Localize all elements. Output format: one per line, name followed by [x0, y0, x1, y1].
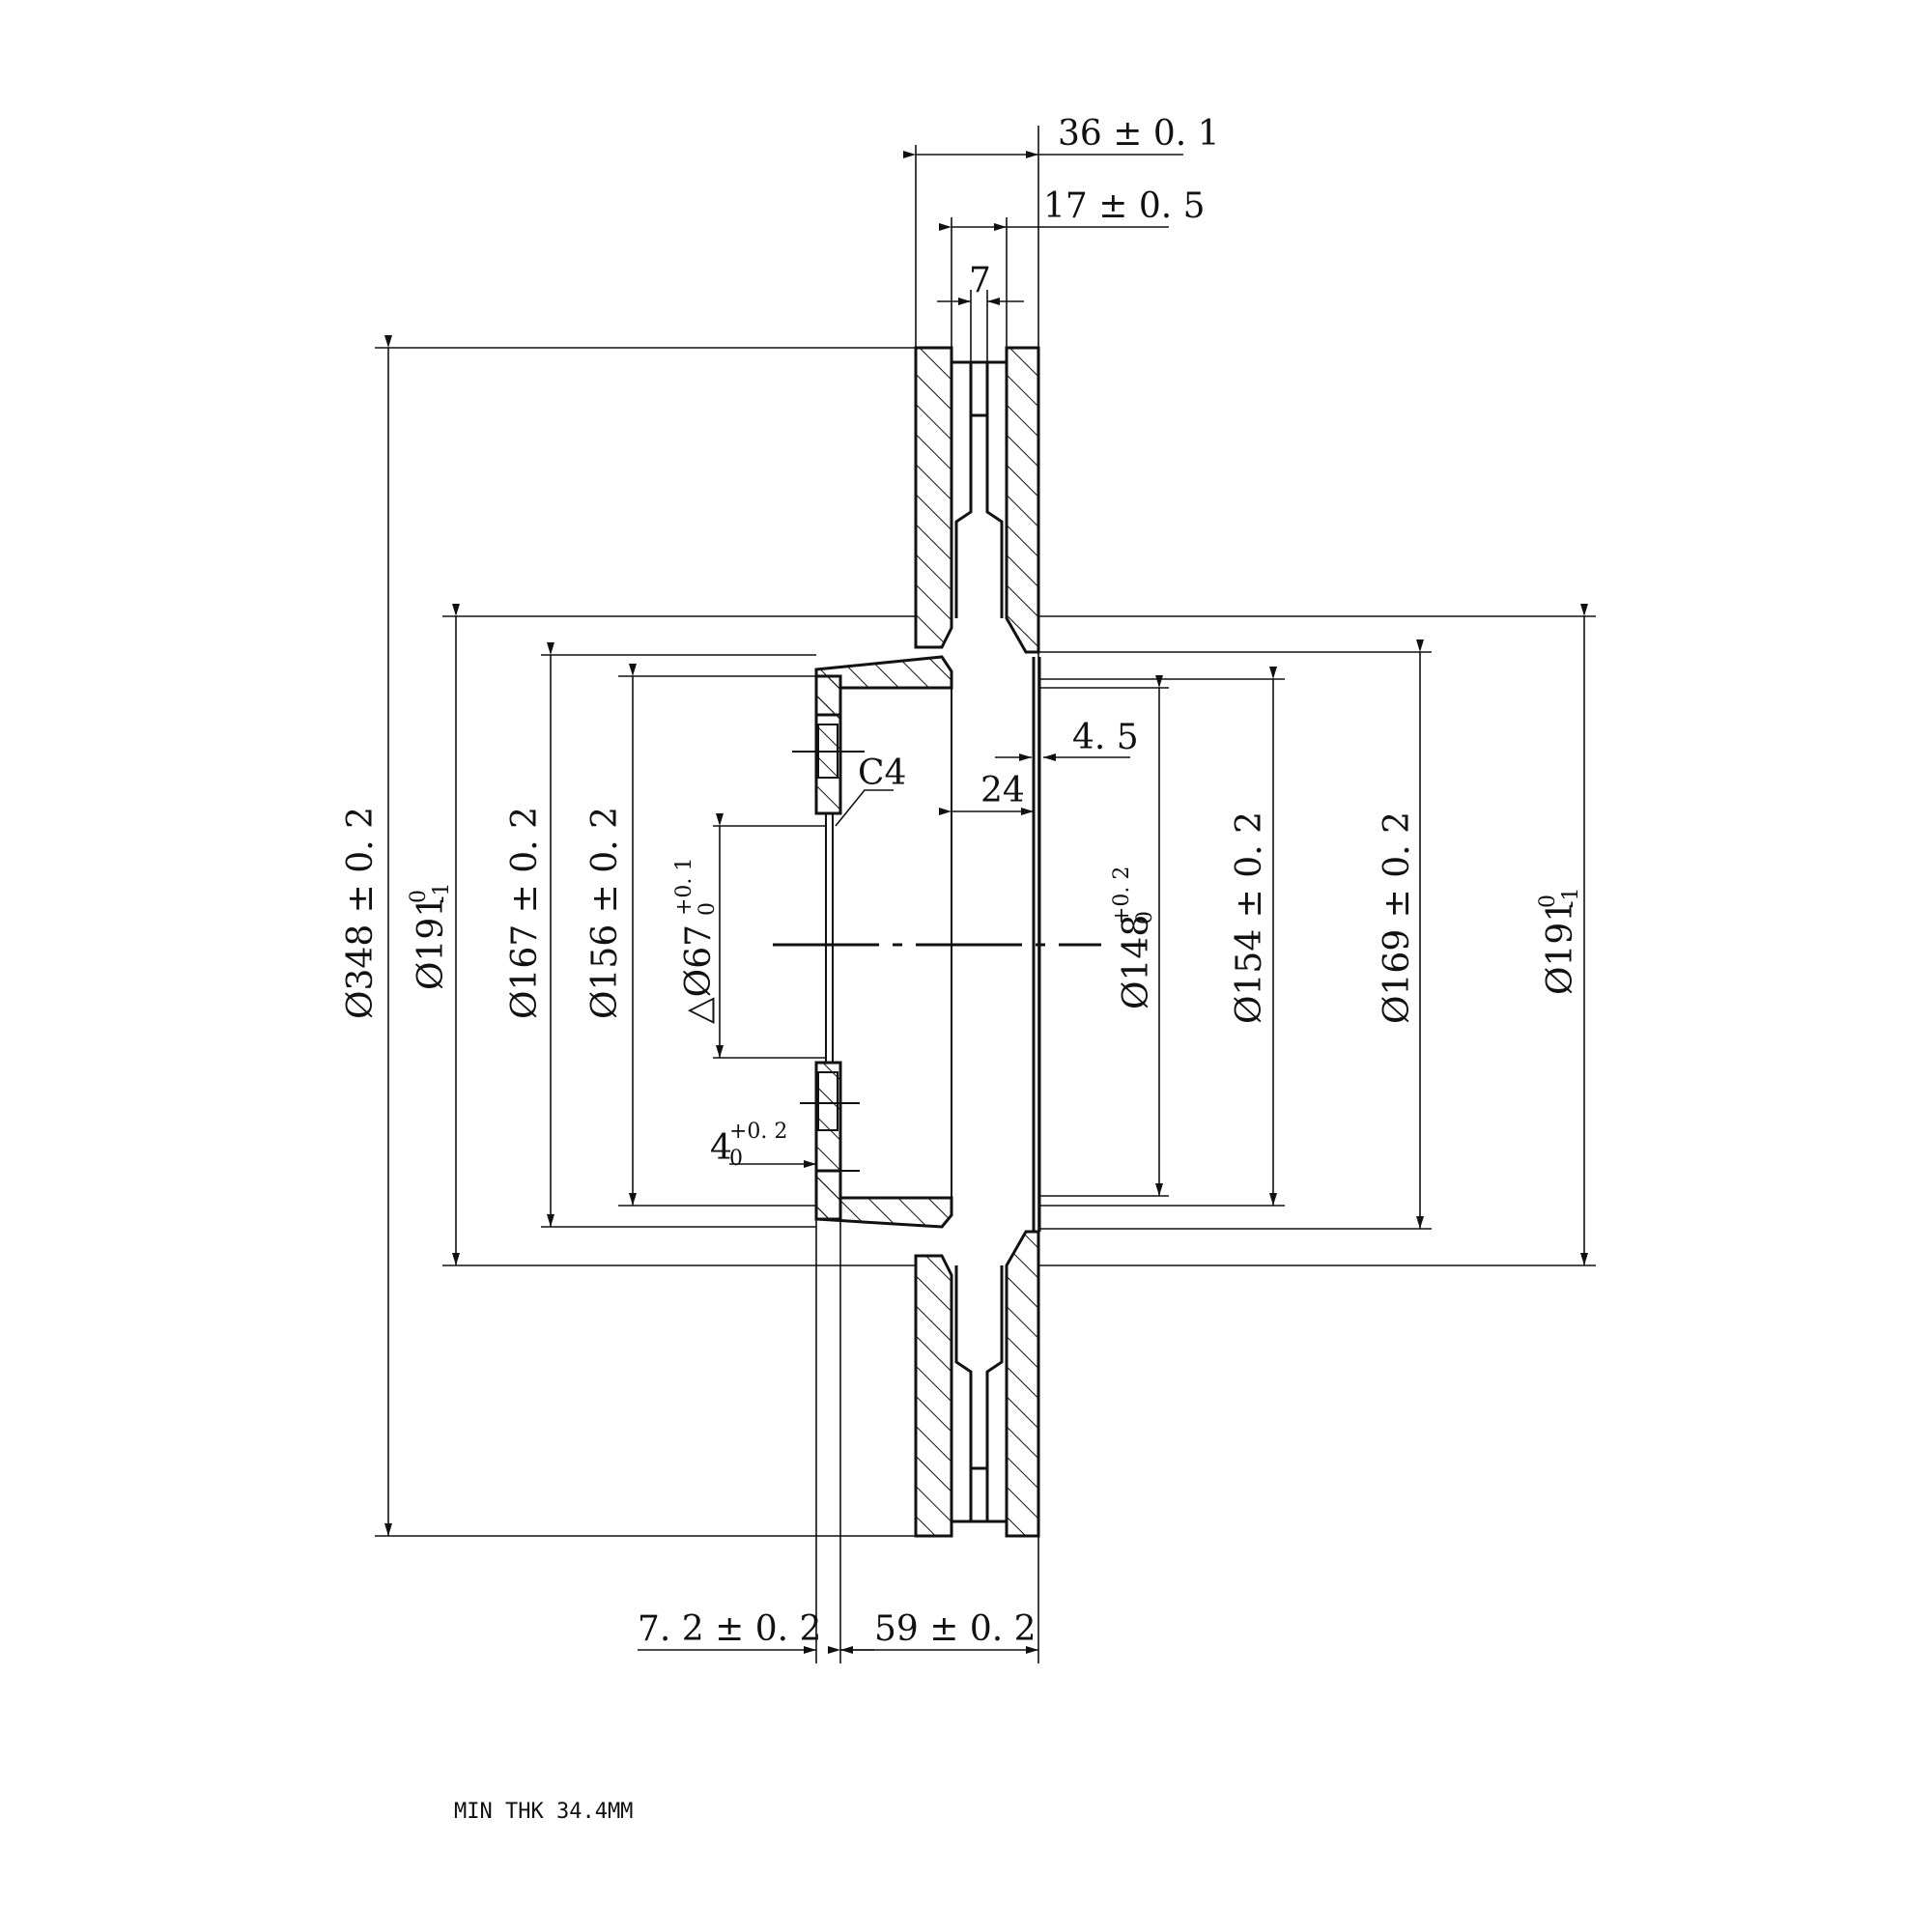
right-ring-upper [1005, 346, 1040, 654]
dimension-labels: 36 ± 0. 1 17 ± 0. 5 7 Ø348 ± 0. 2 Ø191 0… [341, 114, 1583, 1649]
dimension-lines [384, 151, 1588, 1654]
dim-center-bore-sub: 0 [696, 902, 720, 916]
dim-groove-4-5: 4. 5 [1072, 718, 1139, 757]
dim-vane-width: 17 ± 0. 5 [1043, 186, 1206, 226]
dim-hole-depth-main: 4 [710, 1128, 732, 1168]
dim-hat-dia-right-sub: -1 [1559, 888, 1583, 908]
dim-148-sup: +0. 2 [1110, 867, 1134, 924]
dim-overall-width: 36 ± 0. 1 [1058, 114, 1220, 154]
dim-chamfer: C4 [858, 753, 906, 793]
left-ring-lower [914, 1254, 953, 1538]
dim-169: Ø169 ± 0. 2 [1378, 811, 1417, 1024]
dim-outer-dia: Ø348 ± 0. 2 [341, 807, 381, 1019]
dim-center-bore-main: △Ø67 [679, 924, 719, 1024]
dim-hat-dia-right-sup: 0 [1536, 895, 1560, 908]
vane-channel-lower [952, 1265, 1007, 1523]
dim-depth-24: 24 [980, 771, 1025, 810]
min-thickness-note: MIN THK 34.4MM [454, 1800, 633, 1824]
dim-hat-dia-left: Ø191 0 -1 [407, 883, 454, 990]
dim-center-bore: △Ø67 +0. 1 0 [672, 858, 720, 1024]
dim-148-sub: 0 [1133, 911, 1157, 924]
bolt-hole-lower [817, 1071, 838, 1131]
dim-hat-dia-left-sub: -1 [430, 883, 454, 903]
dim-center-bore-sup: +0. 1 [672, 858, 696, 916]
hat-flange-upper [814, 674, 842, 815]
dim-167: Ø167 ± 0. 2 [505, 807, 545, 1019]
dim-148-main: Ø148 [1117, 915, 1156, 1009]
dim-154: Ø154 ± 0. 2 [1230, 811, 1269, 1024]
dim-hole-depth-sub: 0 [729, 1147, 743, 1171]
left-ring-upper [914, 346, 953, 649]
dim-hat-height: 59 ± 0. 2 [874, 1609, 1037, 1649]
extension-lines [375, 126, 1596, 1663]
dim-hat-dia-right-main: Ø191 [1541, 900, 1580, 995]
dim-slot-width: 7 [969, 261, 991, 300]
dim-flange-thk: 7. 2 ± 0. 2 [638, 1609, 821, 1649]
dim-148: Ø148 +0. 2 0 [1110, 867, 1157, 1009]
dim-hole-depth-sup: +0. 2 [729, 1120, 787, 1144]
disc-section [773, 346, 1101, 1538]
dim-hat-dia-right: Ø191 0 -1 [1536, 888, 1583, 995]
right-ring-lower [1005, 1230, 1040, 1538]
dim-hole-depth: 4 +0. 2 0 [710, 1120, 787, 1171]
vane-channel-upper [952, 360, 1007, 618]
dim-hat-dia-left-sup: 0 [407, 890, 431, 903]
dim-hat-dia-left-main: Ø191 [412, 895, 451, 990]
dim-156: Ø156 ± 0. 2 [585, 807, 625, 1019]
